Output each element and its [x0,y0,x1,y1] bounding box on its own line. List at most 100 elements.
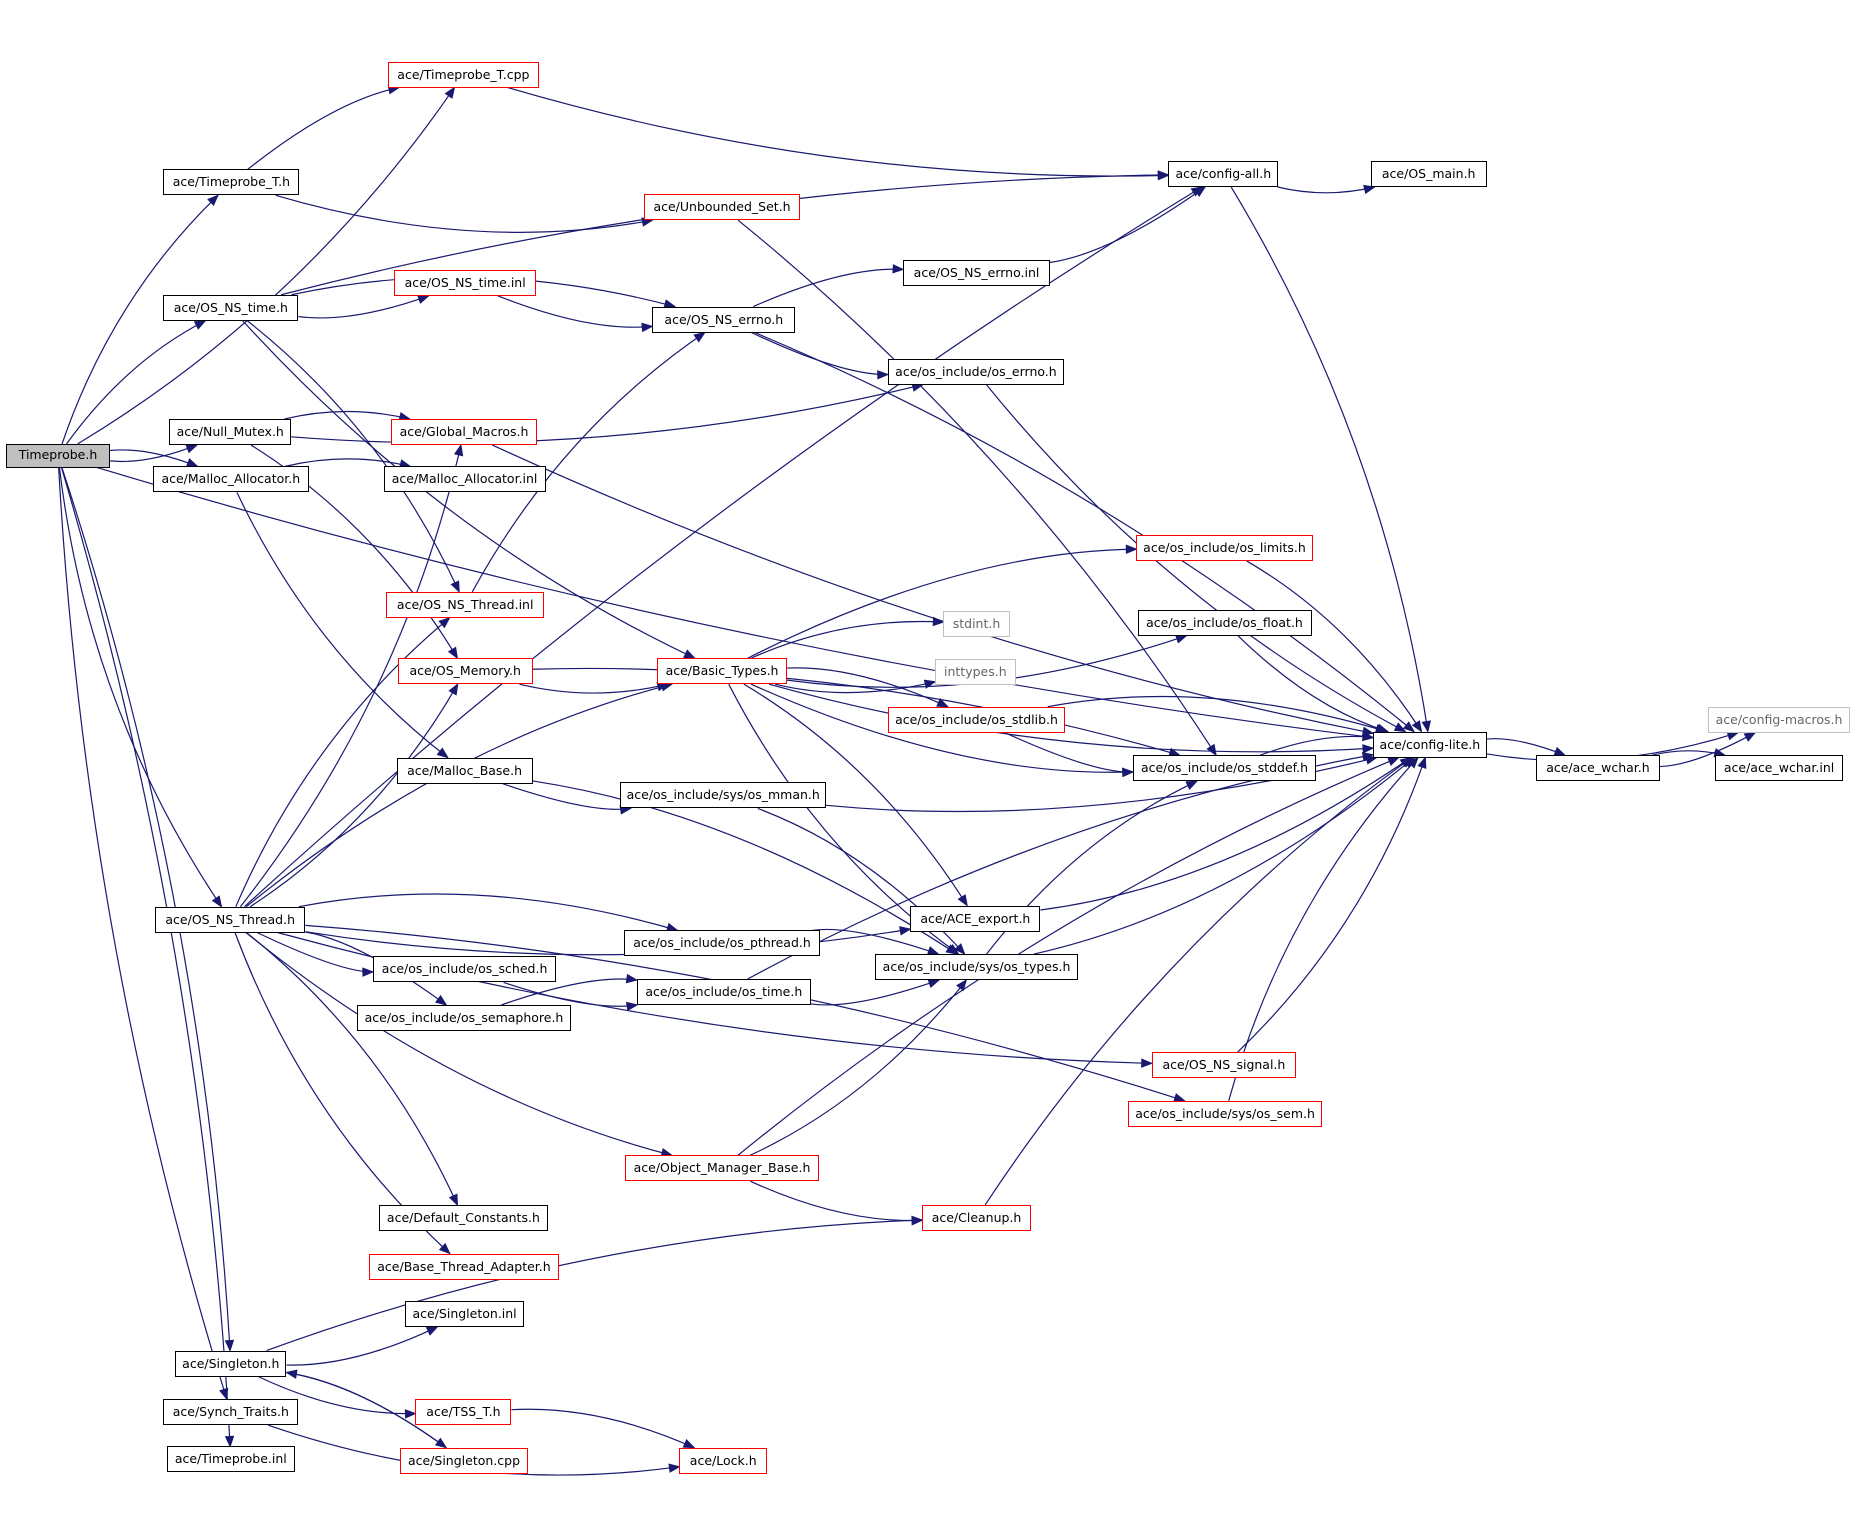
edge-singleton_h-to-cleanup_h [266,1219,923,1352]
edge-os_ns_errno_h-to-config_lite_h [754,332,1415,732]
node-os-ns-errno-inl[interactable]: ace/OS_NS_errno.inl [903,260,1050,287]
edge-basic_types_h-to-os_stddef_h [750,683,1133,773]
node-singleton-h[interactable]: ace/Singleton.h [175,1350,287,1377]
edge-arrowhead [641,322,654,333]
edge-arrowhead [1402,721,1416,733]
node-synch-traits-h[interactable]: ace/Synch_Traits.h [163,1399,299,1426]
edge-arrowhead [438,617,451,629]
node-os-ns-time-h[interactable]: ace/OS_NS_time.h [163,294,299,321]
edge-arrowhead [668,1463,681,1473]
edge-os_sched_h-to-os_time_h [503,981,638,1007]
node-os-ns-errno-h[interactable]: ace/OS_NS_errno.h [652,306,796,333]
edge-os_limits_h-to-config_lite_h [1246,560,1423,732]
node-timeprobe-inl[interactable]: ace/Timeprobe.inl [166,1446,295,1473]
edge-basic_types_h-to-config_lite_h [768,683,1374,753]
edge-arrowhead [1743,732,1757,742]
node-singleton-cpp[interactable]: ace/Singleton.cpp [400,1447,528,1474]
node-timeprobe-h: Timeprobe.h [5,443,111,468]
edge-timeprobe_t_h-to-unbounded_set_h [275,194,653,233]
edge-unbounded_set_h-to-os_stddef_h [737,219,1217,756]
edge-os_ns_signal_h-to-config_lite_h [1237,757,1426,1053]
node-os-main-h[interactable]: ace/OS_main.h [1370,160,1487,187]
node-basic-types-h[interactable]: ace/Basic_Types.h [656,658,788,685]
node-config-lite-h[interactable]: ace/config-lite.h [1373,731,1487,758]
node-malloc-allocator-inl[interactable]: ace/Malloc_Allocator.inl [383,466,546,493]
edge-os_pthread_h-to-os_types_h [812,928,939,955]
edge-os_ns_time_inl-to-os_ns_errno_h [497,295,653,328]
edge-arrowhead [1362,731,1375,742]
edge-arrowhead [444,86,456,99]
node-global-macros-h[interactable]: ace/Global_Macros.h [390,419,538,446]
node-os-mman-h[interactable]: ace/os_include/sys/os_mman.h [620,782,827,809]
node-os-types-h[interactable]: ace/os_include/sys/os_types.h [874,954,1079,981]
node-object-manager-base-h[interactable]: ace/Object_Manager_Base.h [624,1155,820,1182]
edge-timeprobe_h-to-timeprobe_inl [60,467,231,1447]
node-os-ns-signal-h[interactable]: ace/OS_NS_signal.h [1151,1052,1297,1079]
edge-arrowhead [1421,720,1431,733]
node-default-constants-h[interactable]: ace/Default_Constants.h [378,1204,549,1231]
node-lock-h[interactable]: ace/Lock.h [679,1447,767,1474]
node-timeprobe-t-h[interactable]: ace/Timeprobe_T.h [163,169,300,196]
edge-arrowhead [450,580,460,594]
node-ace-wchar-inl[interactable]: ace/ace_wchar.inl [1715,755,1843,782]
edge-os_ns_thread_h-to-os_ns_thread_inl [235,617,450,907]
node-malloc-allocator-h[interactable]: ace/Malloc_Allocator.h [152,466,309,493]
node-null-mutex-h[interactable]: ace/Null_Mutex.h [169,419,292,446]
node-cleanup-h[interactable]: ace/Cleanup.h [922,1204,1031,1231]
edge-arrowhead [207,194,219,207]
edge-config_lite_h-to-ace_wchar_h [1486,738,1566,756]
node-os-ns-thread-h[interactable]: ace/OS_NS_Thread.h [155,906,306,933]
edge-timeprobe_h-to-singleton_h [61,467,231,1351]
edge-basic_types_h-to-os_limits_h [747,548,1137,659]
node-timeprobe-t-cpp[interactable]: ace/Timeprobe_T.cpp [388,61,539,88]
node-os-memory-h[interactable]: ace/OS_Memory.h [397,658,533,685]
edge-os_ns_thread_inl-to-os_ns_errno_h [471,332,706,593]
node-os-stdlib-h[interactable]: ace/os_include/os_stdlib.h [887,706,1066,733]
edge-timeprobe_h-to-synch_traits_h [58,467,228,1400]
node-os-ns-thread-inl[interactable]: ace/OS_NS_Thread.inl [385,591,545,618]
edge-arrowhead [625,973,639,984]
edge-ace_wchar_h-to-config_macros_h [1659,732,1756,768]
node-ace-export-h[interactable]: ace/ACE_export.h [910,905,1041,932]
edge-arrowhead [625,1001,639,1012]
node-config-all-h[interactable]: ace/config-all.h [1168,160,1279,187]
node-stdint-h[interactable]: stdint.h [943,610,1010,637]
node-tss-t-h[interactable]: ace/TSS_T.h [415,1399,512,1426]
edge-arrowhead [877,370,890,380]
node-base-thread-adapter-h[interactable]: ace/Base_Thread_Adapter.h [369,1253,559,1280]
edge-os_stdlib_h-to-config_lite_h [1047,695,1387,733]
node-os-semaphore-h[interactable]: ace/os_include/os_semaphore.h [357,1004,571,1031]
node-os-float-h[interactable]: ace/os_include/os_float.h [1137,609,1312,636]
edge-malloc_allocator_h-to-malloc_base_h [236,492,449,759]
edge-arrowhead [1400,756,1413,768]
node-os-ns-time-inl[interactable]: ace/OS_NS_time.inl [394,269,537,296]
node-singleton-inl[interactable]: ace/Singleton.inl [404,1300,525,1327]
edge-arrowhead [362,967,375,977]
edge-os_ns_thread_h-to-os_semaphore_h [305,931,447,1006]
node-os-sched-h[interactable]: ace/os_include/os_sched.h [372,956,557,983]
node-config-macros-h[interactable]: ace/config-macros.h [1708,706,1851,733]
node-os-errno-h[interactable]: ace/os_include/os_errno.h [887,358,1065,385]
edge-cleanup_h-to-config_lite_h [984,757,1413,1206]
node-malloc-base-h[interactable]: ace/Malloc_Base.h [396,757,533,784]
edge-arrowhead [448,682,459,696]
node-os-sem-h[interactable]: ace/os_include/sys/os_sem.h [1128,1100,1323,1127]
edge-arrowhead [927,979,941,988]
edge-arrowhead [911,1215,924,1226]
node-os-stddef-h[interactable]: ace/os_include/os_stddef.h [1132,755,1317,782]
edge-arrowhead [448,1193,459,1207]
node-os-limits-h[interactable]: ace/os_include/os_limits.h [1136,535,1313,562]
edge-basic_types_h-to-inttypes_h [775,681,936,694]
node-inttypes-h[interactable]: inttypes.h [935,659,1016,686]
edge-arrowhead [1122,767,1135,778]
node-os-time-h[interactable]: ace/os_include/os_time.h [636,978,811,1005]
edge-arrowhead [1174,634,1188,644]
edge-arrowhead [957,894,968,907]
edge-arrowhead [956,979,968,992]
edge-arrowhead [417,294,430,304]
edge-arrowhead [693,331,706,343]
node-unbounded-set-h[interactable]: ace/Unbounded_Set.h [643,194,801,221]
node-ace-wchar-h[interactable]: ace/ace_wchar.h [1536,755,1660,782]
node-os-pthread-h[interactable]: ace/os_include/os_pthread.h [623,930,821,957]
